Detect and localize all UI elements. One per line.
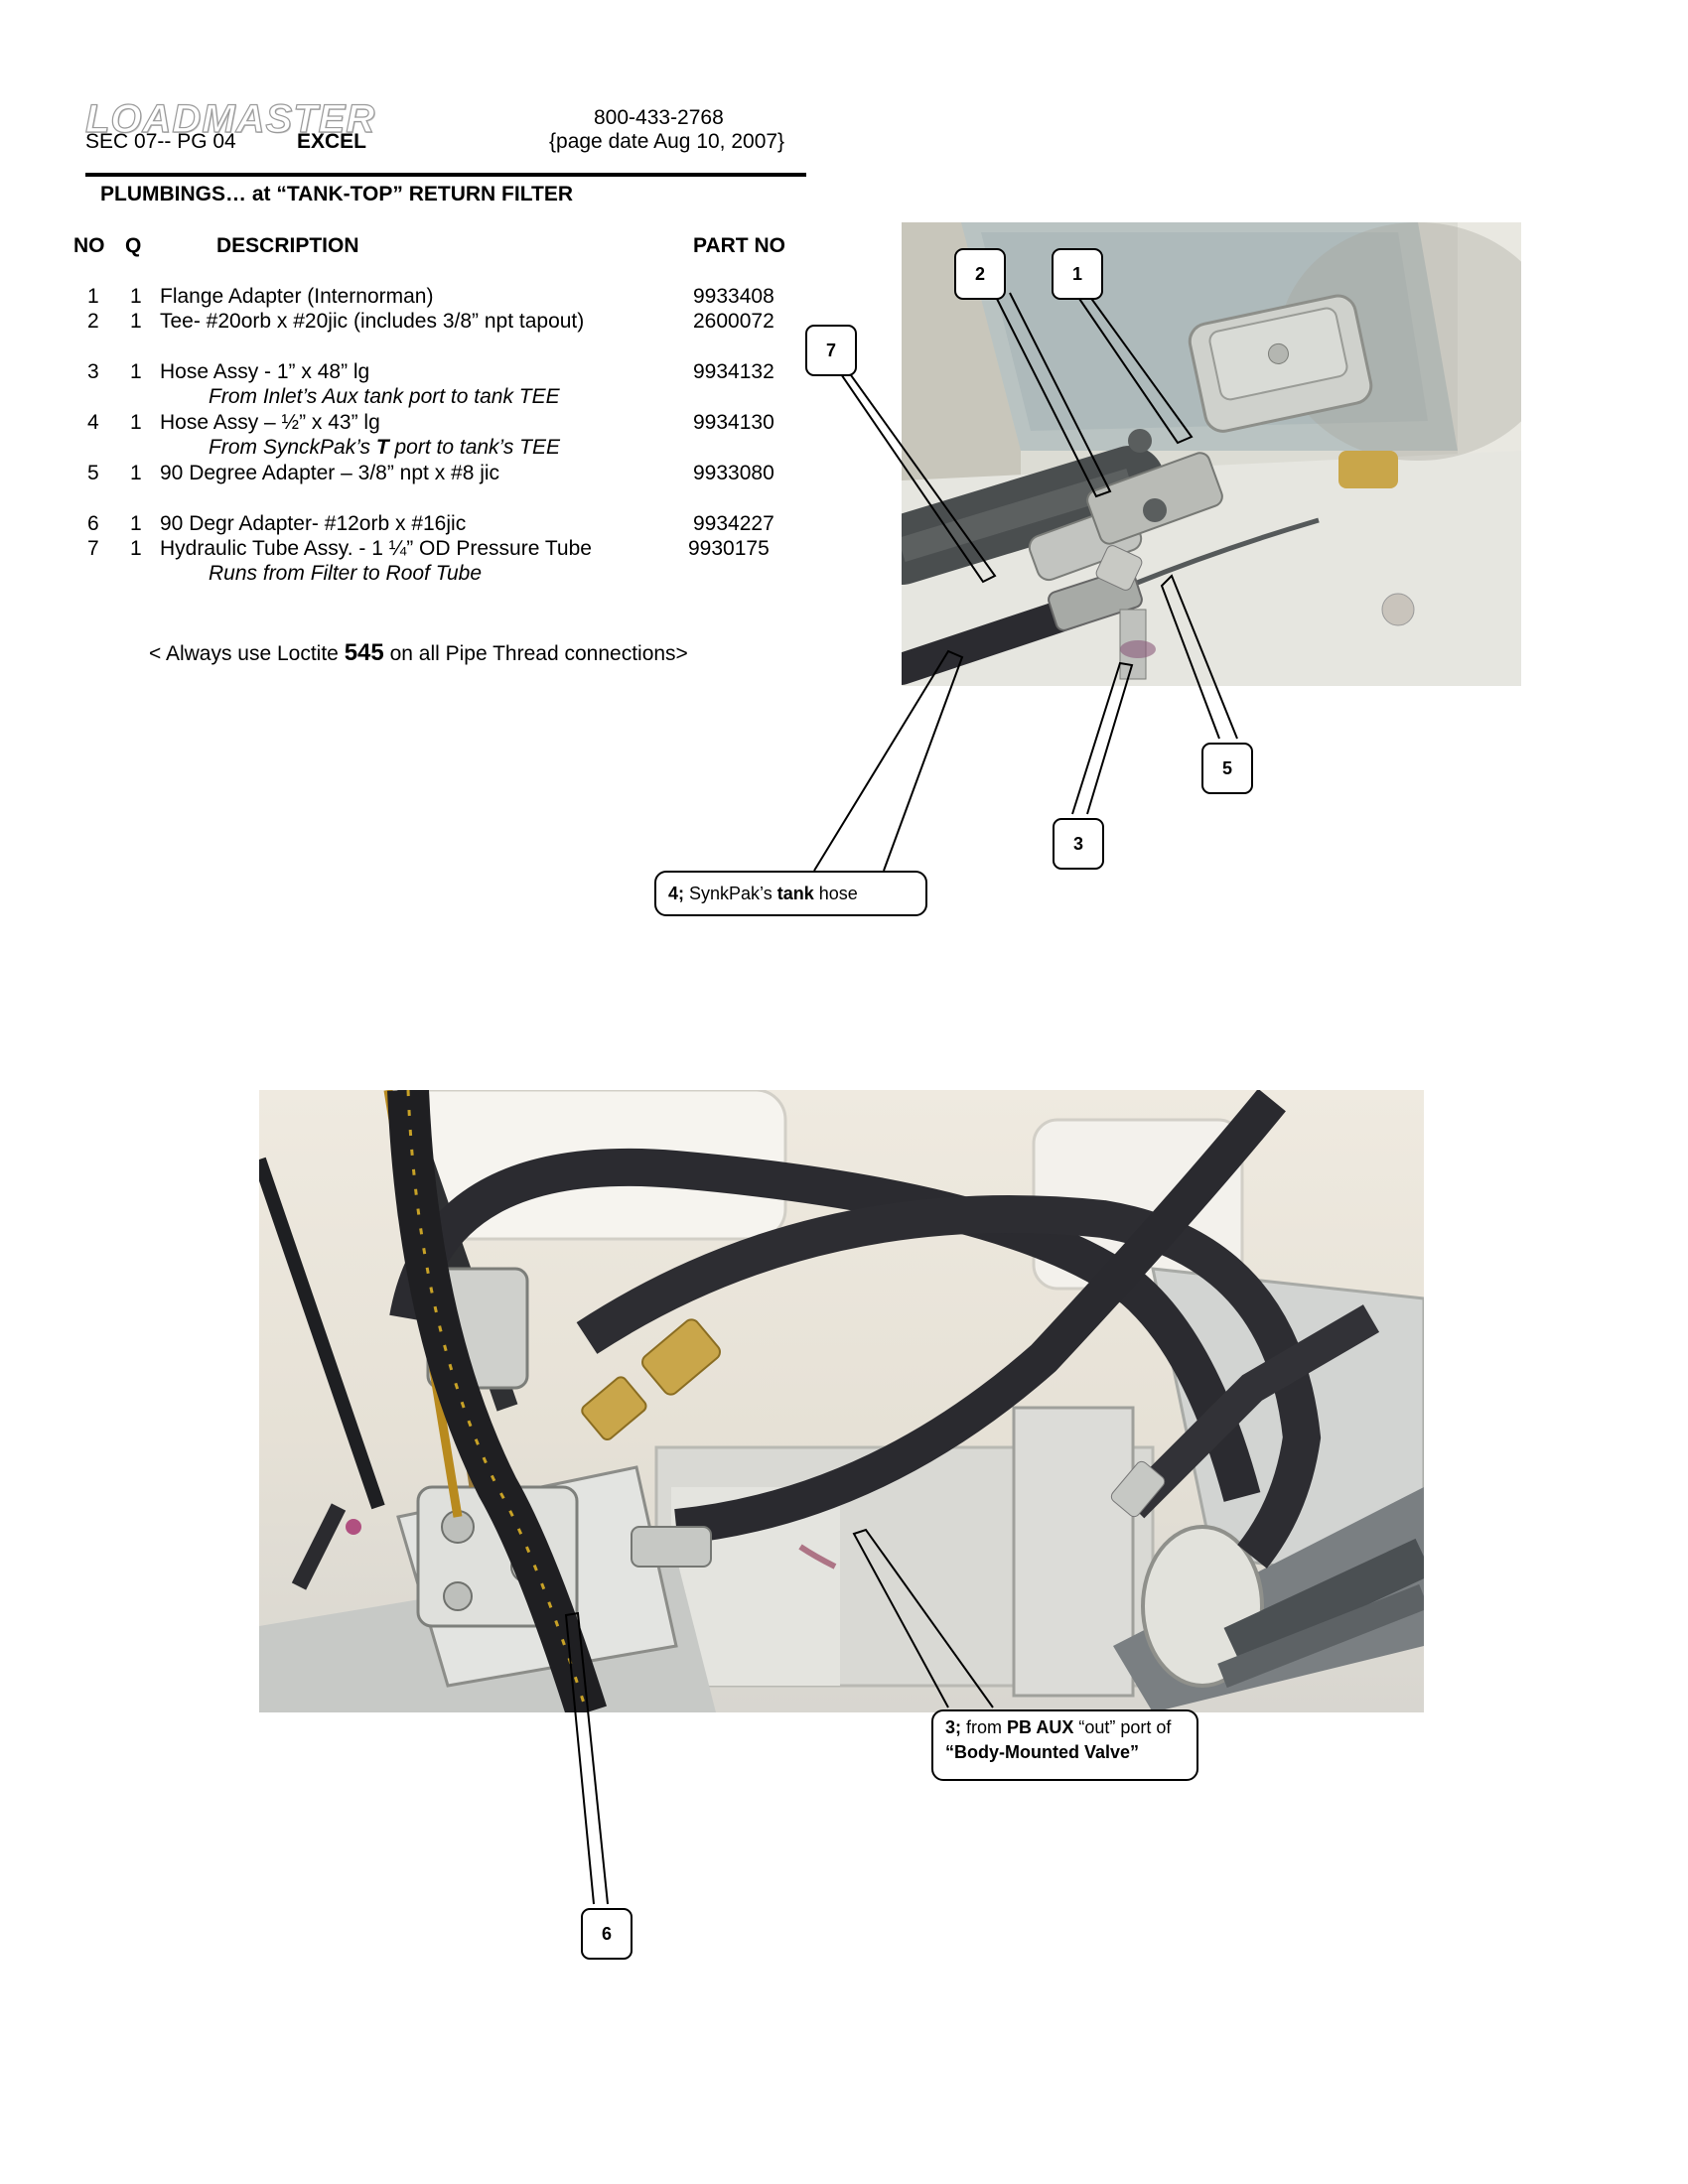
row-4-description: Hose Assy – ½” x 43” lg: [160, 411, 380, 434]
model-name: EXCEL: [297, 130, 367, 153]
row-5-part-no: 9933080: [693, 462, 774, 484]
row-3-part-no: 9934132: [693, 360, 774, 383]
row-7-note: Runs from Filter to Roof Tube: [209, 562, 483, 585]
col-header-no: NO: [73, 234, 105, 257]
row-4-note-bold: T: [375, 436, 389, 459]
row-7-q: 1: [130, 537, 142, 560]
row-4-note: From SynckPak’s T port to tank’s TEE: [209, 436, 561, 459]
callout-7: 7: [805, 325, 857, 376]
col-header-description: DESCRIPTION: [216, 234, 359, 257]
row-6-q: 1: [130, 512, 142, 535]
row-5-description: 90 Degree Adapter – 3/8” npt x #8 jic: [160, 462, 500, 484]
row-2-description: Tee- #20orb x #20jic (includes 3/8” npt …: [160, 310, 585, 333]
row-1-description: Flange Adapter (Internorman): [160, 285, 434, 308]
row-2-q: 1: [130, 310, 142, 333]
row-4-no: 4: [87, 411, 99, 434]
label-synkpak-tank-hose: 4; SynkPak’s tank hose: [654, 871, 927, 916]
row-2-part-no: 2600072: [693, 310, 774, 333]
row-6-no: 6: [87, 512, 99, 535]
row-3-description: Hose Assy - 1” x 48” lg: [160, 360, 370, 383]
callout-6: 6: [581, 1908, 633, 1960]
loadmaster-logo: LOADMASTER: [84, 96, 376, 141]
callout-2: 2: [954, 248, 1006, 300]
col-header-part-no: PART NO: [693, 234, 785, 257]
callout-1: 1: [1052, 248, 1103, 300]
col-header-q: Q: [125, 234, 142, 257]
callout-3: 3: [1053, 818, 1104, 870]
row-6-part-no: 9934227: [693, 512, 774, 535]
row-4-q: 1: [130, 411, 142, 434]
row-1-q: 1: [130, 285, 142, 308]
section-title: PLUMBINGS… at “TANK-TOP” RETURN FILTER: [100, 183, 573, 205]
row-3-no: 3: [87, 360, 99, 383]
row-4-part-no: 9934130: [693, 411, 774, 434]
loctite-number: 545: [344, 639, 384, 666]
row-1-no: 1: [87, 285, 99, 308]
loctite-note: < Always use Loctite 545 on all Pipe Thr…: [149, 639, 688, 666]
photo-body-mounted-valve: [259, 1090, 1424, 1712]
page-date: {page date Aug 10, 2007}: [549, 130, 785, 153]
row-2-no: 2: [87, 310, 99, 333]
row-7-part-no: 9930175: [688, 537, 770, 560]
phone-number: 800-433-2768: [594, 106, 724, 129]
row-7-no: 7: [87, 537, 99, 560]
callout-5: 5: [1201, 743, 1253, 794]
row-3-note: From Inlet’s Aux tank port to tank TEE: [209, 385, 560, 408]
section-page: SEC 07-- PG 04: [85, 130, 236, 153]
row-5-q: 1: [130, 462, 142, 484]
row-6-description: 90 Degr Adapter- #12orb x #16jic: [160, 512, 467, 535]
header-rule: [85, 173, 806, 177]
row-3-q: 1: [130, 360, 142, 383]
row-1-part-no: 9933408: [693, 285, 774, 308]
label-pb-aux-out-port: 3; from PB AUX “out” port of “Body-Mount…: [931, 1709, 1198, 1781]
row-5-no: 5: [87, 462, 99, 484]
row-7-description: Hydraulic Tube Assy. - 1 ¼” OD Pressure …: [160, 537, 592, 560]
